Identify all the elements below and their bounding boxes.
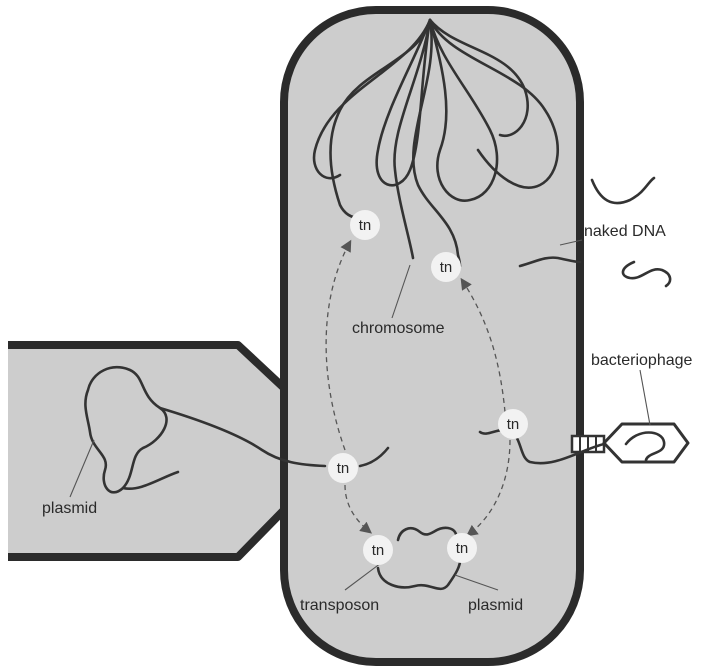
tn-marker-chromosome-left: tn — [350, 210, 380, 240]
label-bacteriophage: bacteriophage — [591, 352, 693, 369]
tn-marker-plasmid-left: tn — [363, 535, 393, 565]
tn-marker-plasmid-right: tn — [447, 533, 477, 563]
donor-cell — [8, 345, 284, 557]
tn-label: tn — [440, 259, 453, 276]
tn-label: tn — [372, 542, 385, 559]
label-plasmid-left: plasmid — [42, 500, 97, 517]
tn-marker-conjugation: tn — [328, 453, 358, 483]
tn-marker-chromosome-right: tn — [431, 252, 461, 282]
tn-label: tn — [337, 460, 350, 477]
phage-head — [604, 424, 688, 462]
label-naked-dna: naked DNA — [584, 223, 666, 240]
tn-label: tn — [456, 540, 469, 557]
label-transposon: transposon — [300, 597, 379, 614]
tn-label: tn — [359, 217, 372, 234]
tn-label: tn — [507, 416, 520, 433]
bacteriophage — [572, 424, 688, 462]
tn-marker-phage: tn — [498, 409, 528, 439]
label-plasmid-inner: plasmid — [468, 597, 523, 614]
label-chromosome: chromosome — [352, 320, 445, 337]
